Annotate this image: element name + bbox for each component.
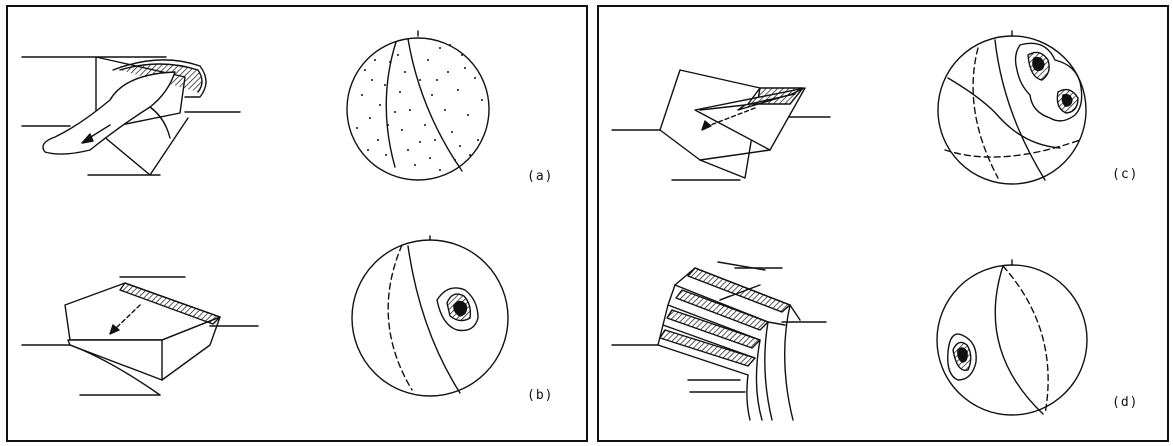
block-sketch-a	[22, 57, 240, 175]
block-sketch-c	[612, 70, 830, 180]
block-sketch-b	[22, 277, 258, 395]
panel-label-d: (d)	[1112, 395, 1138, 410]
stereonet-b	[352, 236, 508, 396]
panel-label-a: (a)	[527, 169, 553, 184]
stereonet-d	[937, 260, 1087, 415]
panel-label-b: (b)	[527, 388, 553, 403]
block-sketch-d	[612, 262, 826, 420]
stereonet-c	[938, 31, 1086, 184]
panel-label-c: (c)	[1112, 167, 1138, 182]
stereonet-a	[347, 31, 489, 180]
